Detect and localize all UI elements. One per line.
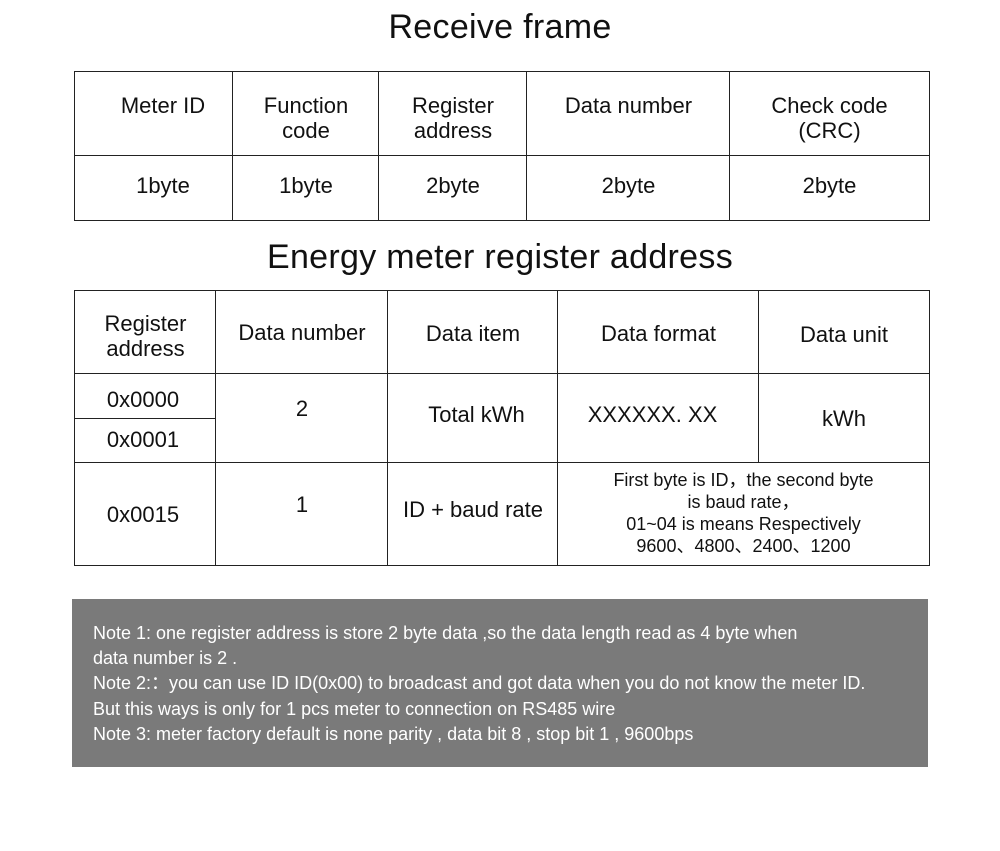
value-check-code: 2byte <box>802 172 857 198</box>
register-table-title: Energy meter register address <box>266 238 733 276</box>
row1-data-format: XXXXXX. XX <box>587 401 718 427</box>
header-register-address: Register address <box>104 311 187 361</box>
header-data-number: Data number <box>564 92 693 118</box>
header-function-code: Function code <box>263 93 349 143</box>
receive-frame-title: Receive frame <box>388 8 612 46</box>
value-data-number: 2byte <box>601 172 656 198</box>
header-data-unit: Data unit <box>799 321 889 347</box>
header-data-format: Data format <box>601 320 716 346</box>
note-line: data number is 2 . <box>93 648 238 669</box>
value-function-code: 1byte <box>279 172 333 198</box>
value-register-address: 2byte <box>426 172 480 198</box>
header-check-code: Check code (CRC) <box>771 93 888 143</box>
address-0x0001: 0x0001 <box>106 426 180 452</box>
value-meter-id: 1byte <box>136 172 190 198</box>
address-0x0000: 0x0000 <box>106 386 180 412</box>
note-line: Note 3: meter factory default is none pa… <box>93 723 694 744</box>
row2-data-item: ID + baud rate <box>402 496 544 522</box>
format-line: 01~04 is means Respectively <box>626 514 861 534</box>
format-line: 9600、4800、2400、1200 <box>636 536 851 556</box>
format-line: is baud rate， <box>687 492 800 512</box>
format-line: First byte is ID，the second byte <box>613 470 874 490</box>
row1-data-number: 2 <box>295 395 309 421</box>
note-line: Note 2:：you can use ID ID(0x00) to broad… <box>93 673 866 694</box>
note-line: Note 1: one register address is store 2 … <box>93 623 798 643</box>
row1-data-unit: kWh <box>822 405 866 431</box>
header-data-number: Data number <box>238 319 366 345</box>
header-register-address: Register address <box>412 93 494 143</box>
row1-data-item: Total kWh <box>428 401 525 427</box>
notes-panel: Note 1: one register address is store 2 … <box>72 599 928 767</box>
header-meter-id: Meter ID <box>120 92 206 118</box>
row2-data-format: First byte is ID，the second byte is baud… <box>558 463 929 565</box>
receive-frame-table: Meter ID Function code Register address … <box>74 71 930 221</box>
address-0x0015: 0x0015 <box>106 501 180 527</box>
note-line: But this ways is only for 1 pcs meter to… <box>93 698 616 719</box>
register-address-table: Register address Data number Data item D… <box>74 290 930 566</box>
header-data-item: Data item <box>425 320 521 346</box>
row2-data-number: 1 <box>295 491 309 517</box>
